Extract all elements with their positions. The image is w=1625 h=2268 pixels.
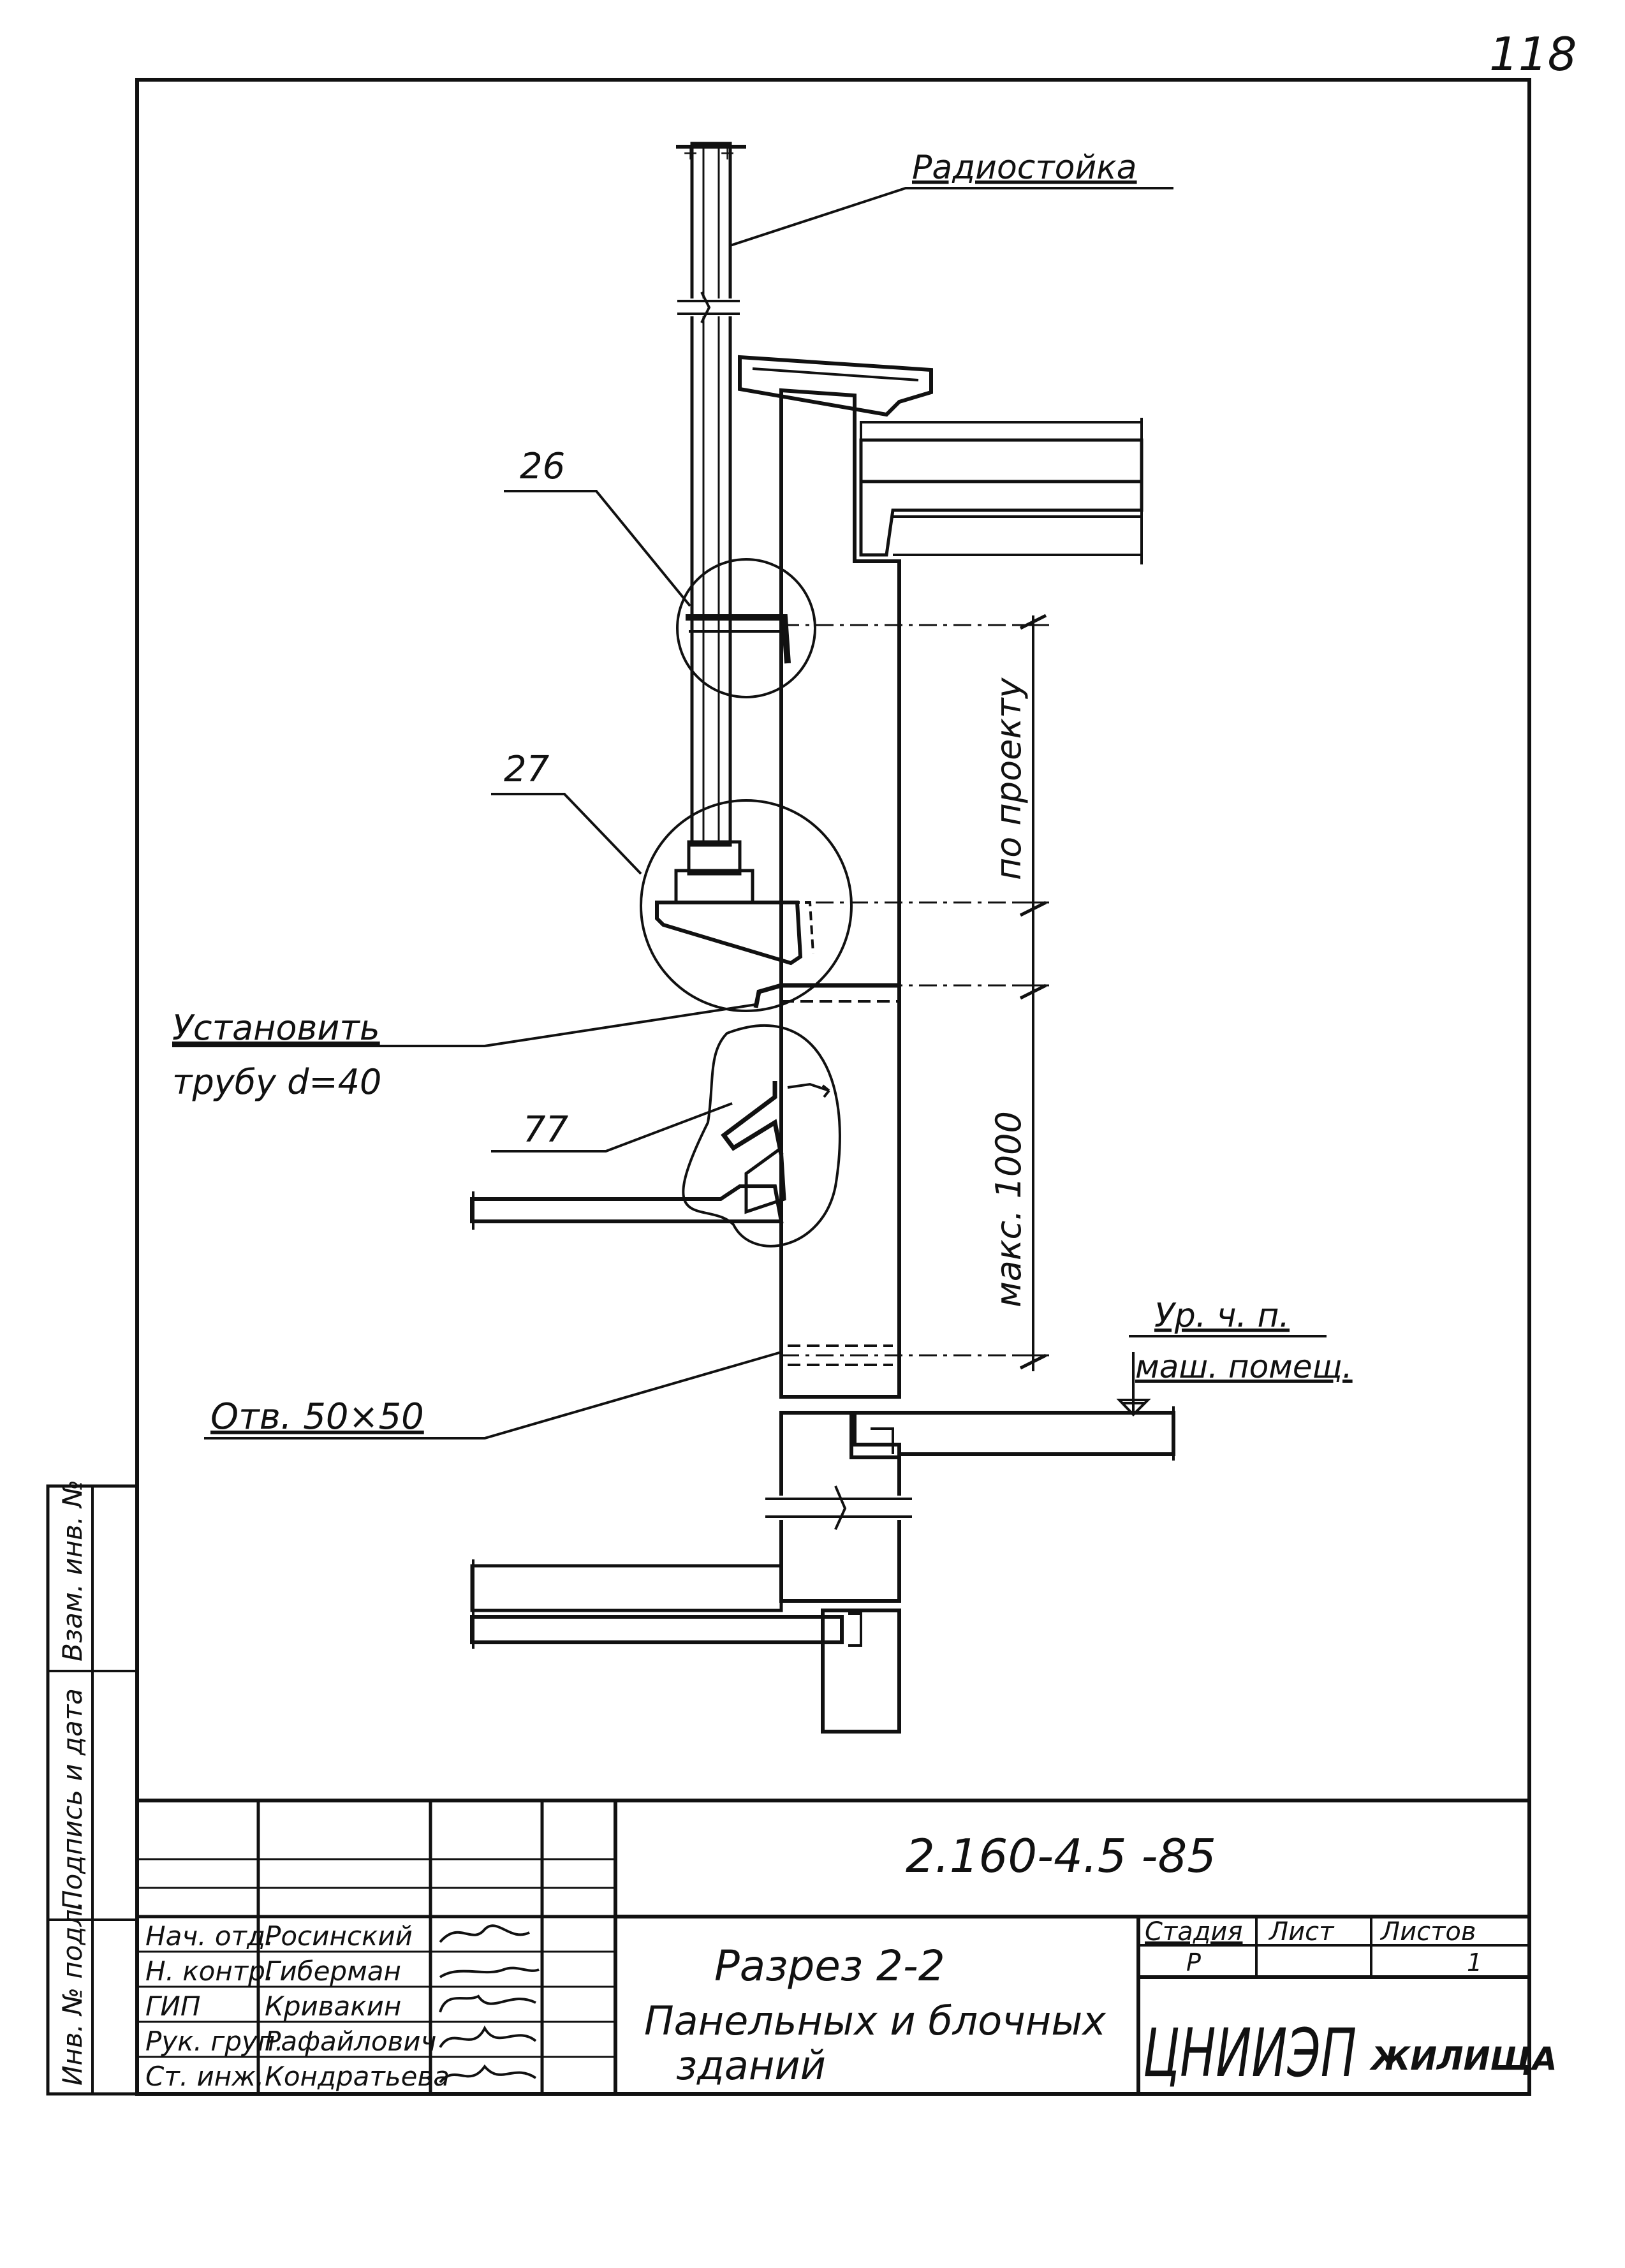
svg-text:+: + [719,142,735,165]
radio-mast-label: Радиостойка [912,149,1137,187]
dimension-line: по проекту макс. 1000 [989,614,1049,1371]
node-77-joint [682,1024,841,1248]
external-wall [779,388,1020,1399]
staff-name-2: Гиберман [265,1955,401,1987]
doc-code: 2.160-4.5 -85 [906,1829,1216,1883]
opening-label: Отв. 50×50 [210,1396,424,1438]
staff-role-4: Рук. груп. [145,2026,284,2057]
stage-header: Стадия [1145,1917,1242,1947]
node-77-label: 77 [523,1109,569,1151]
floor-level-label-1: Ур. ч. п. [1154,1297,1290,1335]
dim-max-1000: макс. 1000 [989,1111,1029,1307]
drawing-title-3: зданий [676,2042,826,2089]
drawing-title-2: Панельных и блочных [644,1998,1107,2044]
stage-value: Р [1186,1948,1201,1977]
node-26-bracket [676,558,816,698]
replaced-inv-label: Взам. инв. № [57,1480,88,1661]
title-block [137,1799,1529,2094]
callout-opening: Отв. 50×50 [204,1351,782,1440]
sheet-number: 118 [1489,27,1577,81]
sheets-value: 1 [1467,1948,1482,1977]
dim-per-project: по проекту [989,677,1029,880]
inv-no-orig-label: Инв. № подл. [57,1901,88,2086]
parapet-cap [738,355,933,417]
callout-node-27: 27 [491,749,642,875]
node-26-label: 26 [520,446,565,487]
staff-name-5: Кондратьева [265,2061,450,2092]
callout-node-26: 26 [504,446,691,607]
floor-level-label-2: маш. помещ. [1135,1348,1353,1385]
machine-room-floor [853,1406,1175,1461]
staff-name-1: Росинский [265,1920,413,1952]
staff-name-4: Рафайлович [265,2026,436,2057]
side-stamp: Взам. инв. № Подпись и дата Инв. № подл. [46,1480,139,2096]
callout-install-pipe: Установить трубу d=40 [172,1003,756,1102]
lower-floor-slab [470,1559,862,1649]
staff-role-3: ГИП [145,1991,200,2022]
install-pipe-label-2: трубу d=40 [172,1062,381,1102]
node-27-label: 27 [504,749,550,790]
floor-level-marker: Ур. ч. п. маш. помещ. [1116,1297,1353,1417]
pipe-sleeve [753,983,899,1008]
radio-mast: + + [676,142,746,847]
sign-date-label: Подпись и дата [57,1688,88,1910]
org-name: ЖИЛИЩА [1369,2040,1557,2077]
drawing-frame [135,78,1531,2096]
staff-table: Нач. отд. Росинский Н. контр. Гиберман Г… [145,1920,450,2092]
staff-name-3: Кривакин [265,1991,401,2022]
sheets-header: Листов [1379,1917,1476,1947]
roof-slab [859,418,1143,564]
external-wall-lower [765,1411,912,1734]
staff-role-5: Ст. инж. [145,2061,264,2092]
sheet-header: Лист [1268,1917,1335,1947]
staff-role-1: Нач. отд. [145,1920,274,1952]
org-logo: ЦНИИЭП [1143,2014,1357,2092]
node-27-base [640,799,853,1012]
install-pipe-label-1: Установить [172,1008,380,1048]
staff-role-2: Н. контр. [145,1955,274,1987]
callout-node-77: 77 [491,1102,733,1152]
drawing-title-1: Разрез 2-2 [714,1941,945,1991]
signatures [439,1924,540,2084]
callout-radio-mast: Радиостойка [730,149,1173,247]
balcony-slab [470,1184,784,1230]
svg-text:+: + [682,142,698,165]
